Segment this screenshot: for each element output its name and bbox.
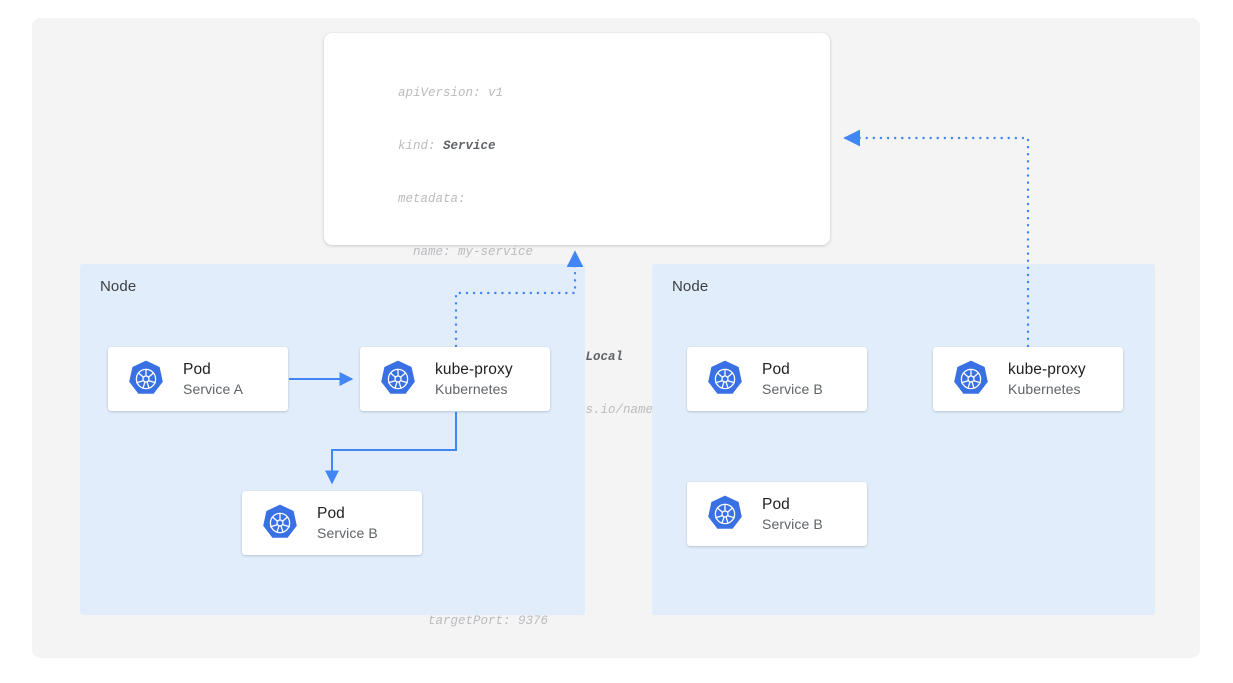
card-subtitle: Service B (762, 380, 823, 397)
node-label: Node (100, 278, 137, 295)
card-pod-service-b-left[interactable]: Pod Service B (242, 491, 422, 555)
card-text: Pod Service B (762, 495, 823, 534)
yaml-line: apiVersion: v1 (398, 86, 504, 101)
card-title: Pod (317, 504, 345, 522)
card-text: kube-proxy Kubernetes (1008, 360, 1086, 399)
card-title: Pod (762, 360, 790, 378)
card-title: Pod (183, 360, 211, 378)
card-subtitle: Service B (317, 524, 378, 541)
yaml-line: kind: Service (398, 138, 706, 156)
yaml-line: name: my-service (398, 244, 534, 259)
service-yaml-manifest: apiVersion: v1 kind: Service metadata: n… (324, 33, 830, 628)
kubernetes-icon (705, 494, 745, 534)
card-text: Pod Service B (762, 360, 823, 399)
card-title: kube-proxy (1008, 360, 1086, 378)
card-text: Pod Service A (183, 360, 243, 399)
card-text: kube-proxy Kubernetes (435, 360, 513, 399)
yaml-line: targetPort: 9376 (398, 614, 549, 628)
card-text: Pod Service B (317, 504, 378, 543)
kubernetes-icon (951, 359, 991, 399)
card-kube-proxy-right[interactable]: kube-proxy Kubernetes (933, 347, 1123, 411)
yaml-value-bold: Service (443, 138, 496, 153)
node-label: Node (672, 278, 709, 295)
card-title: kube-proxy (435, 360, 513, 378)
card-title: Pod (762, 495, 790, 513)
card-pod-service-a[interactable]: Pod Service A (108, 347, 288, 411)
card-pod-service-b-right-bottom[interactable]: Pod Service B (687, 482, 867, 546)
card-subtitle: Kubernetes (1008, 380, 1081, 397)
card-subtitle: Kubernetes (435, 380, 508, 397)
yaml-line: metadata: (398, 191, 466, 206)
kubernetes-icon (126, 359, 166, 399)
card-kube-proxy-left[interactable]: kube-proxy Kubernetes (360, 347, 550, 411)
kubernetes-icon (260, 503, 300, 543)
card-subtitle: Service B (762, 515, 823, 532)
yaml-key: kind: (398, 138, 444, 153)
kubernetes-icon (705, 359, 745, 399)
card-pod-service-b-right-top[interactable]: Pod Service B (687, 347, 867, 411)
node-group-left: Node (80, 264, 585, 615)
card-subtitle: Service A (183, 380, 244, 397)
kubernetes-icon (378, 359, 418, 399)
node-group-right: Node (652, 264, 1155, 615)
